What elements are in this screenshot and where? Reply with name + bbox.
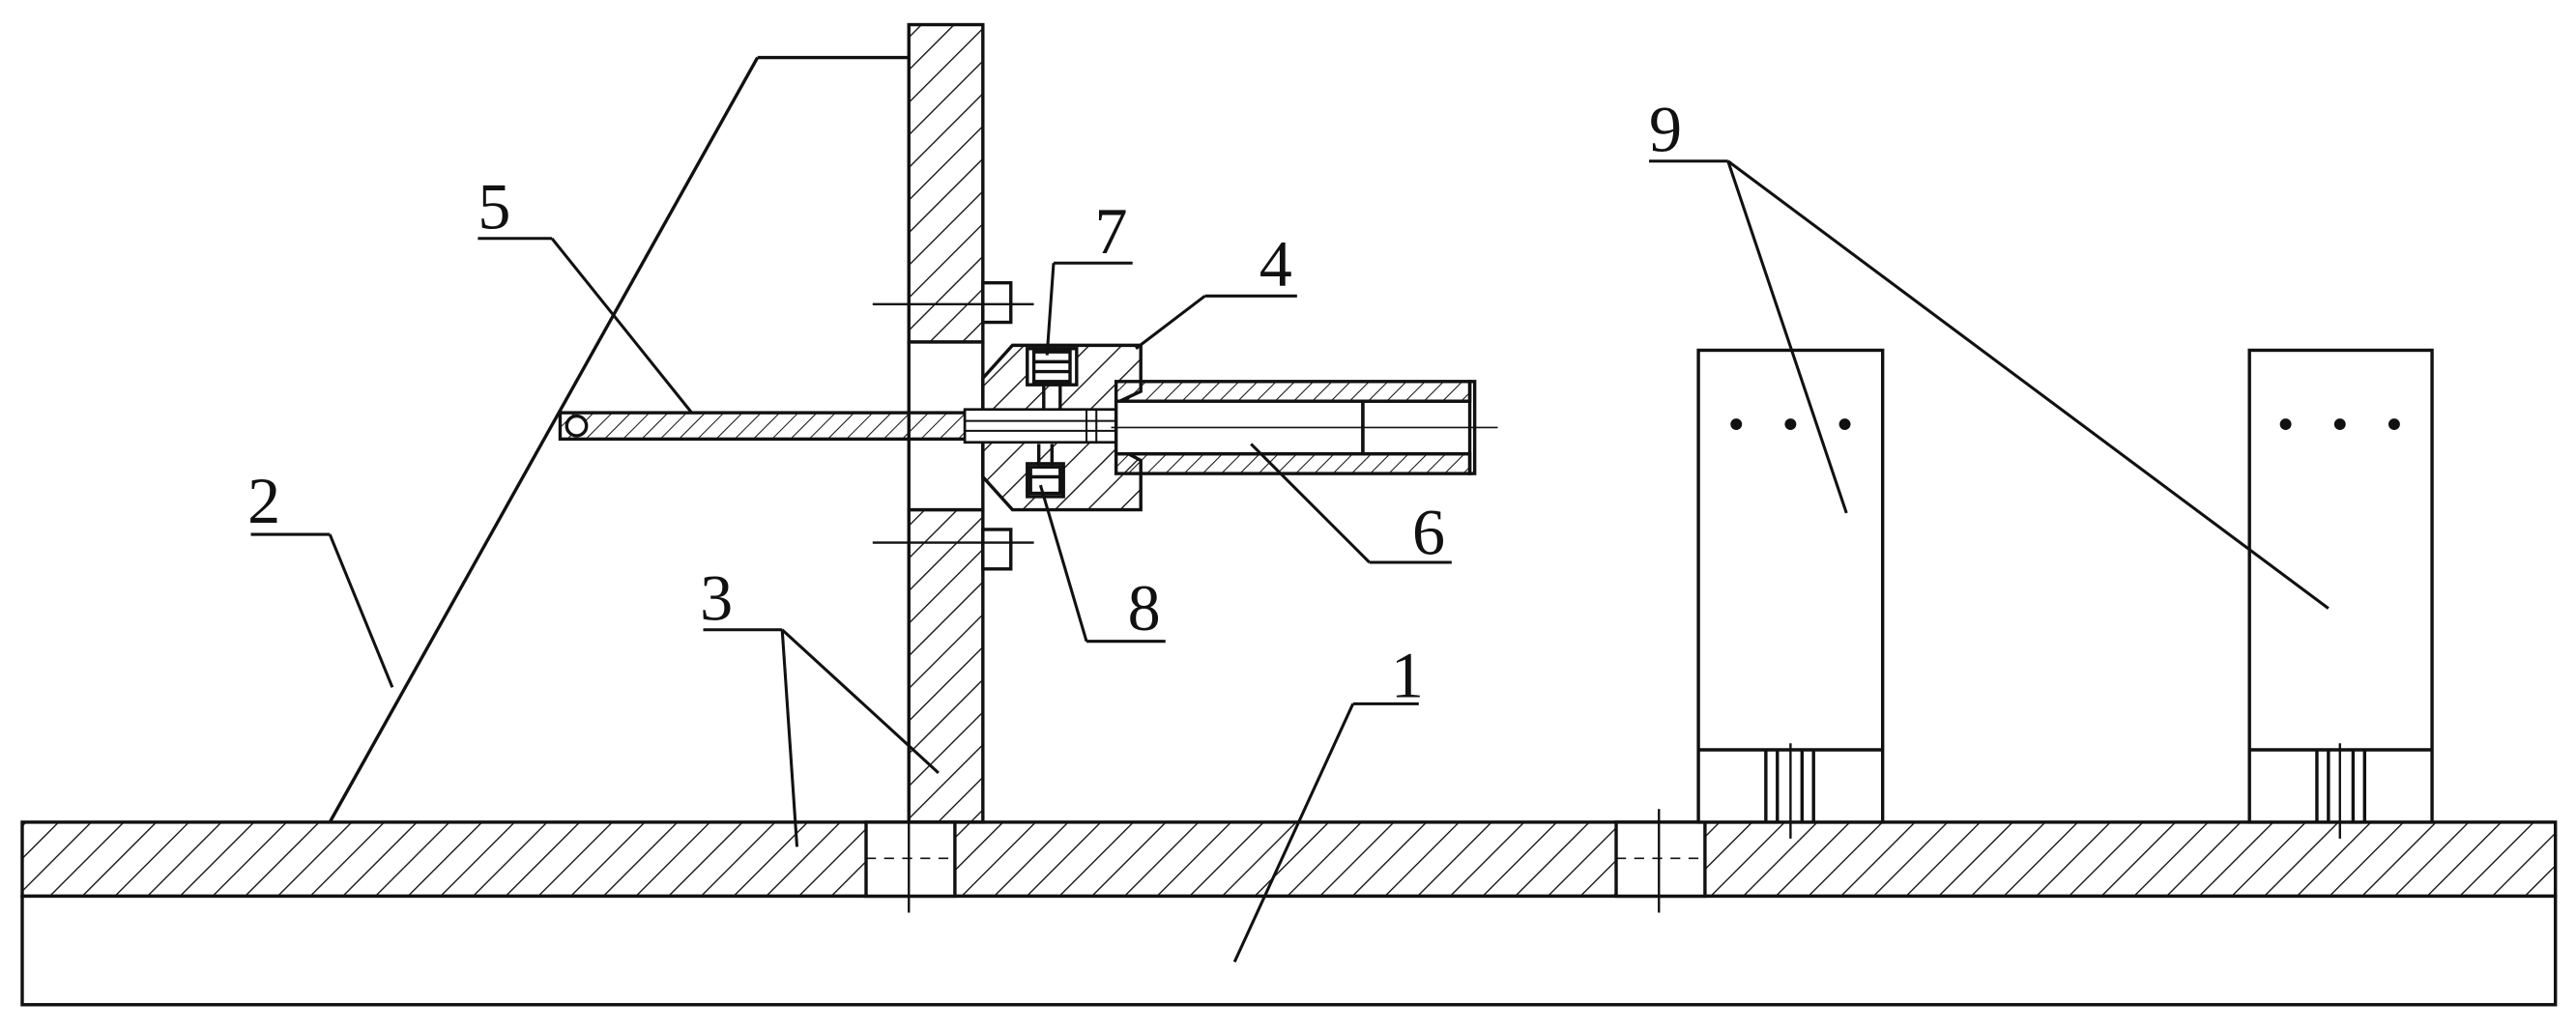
rod [558, 408, 1118, 444]
label-3: 3 [700, 561, 733, 635]
label-6: 6 [1412, 495, 1445, 568]
base-plate [20, 809, 2558, 1007]
screw-bottom [1028, 444, 1062, 496]
leader-lines [250, 159, 2330, 963]
tube [1111, 380, 1498, 475]
brace-rib [328, 55, 910, 823]
label-5: 5 [478, 170, 510, 243]
screw-top [1031, 350, 1072, 412]
vertical-plate [872, 22, 1034, 824]
label-7: 7 [1095, 194, 1128, 268]
label-4: 4 [1259, 227, 1292, 301]
support-block-left [1696, 348, 1885, 839]
support-block-right [2247, 348, 2434, 839]
label-9: 9 [1649, 93, 1682, 166]
label-8: 8 [1128, 571, 1161, 644]
label-2: 2 [247, 464, 280, 537]
label-1: 1 [1391, 639, 1424, 712]
